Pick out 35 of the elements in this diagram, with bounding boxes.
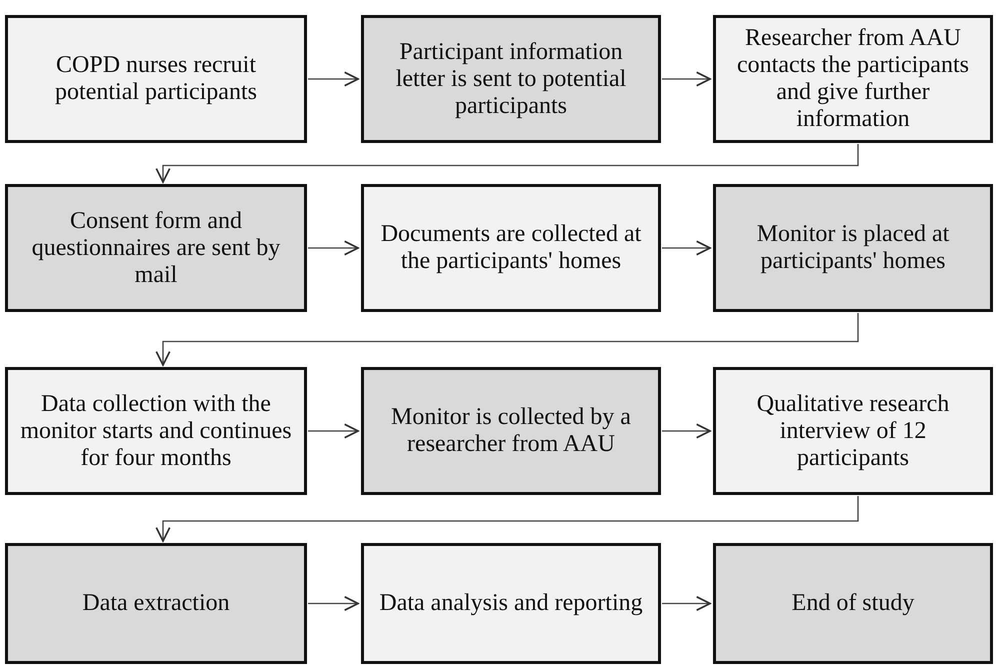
process-box [5,543,307,664]
arrow [662,596,711,612]
arrow [155,313,859,366]
step-text: Data analysis and reporting [379,590,643,617]
arrow [308,596,359,612]
step-text: Qualitative research interview of 12 participants [756,390,950,472]
arrow [308,423,359,439]
process-box [361,15,661,143]
step-text: Consent form and questionnaires are sent by mail [30,208,282,288]
step-text: Data extraction [82,590,230,617]
process-box [713,15,993,143]
process-box [361,543,661,664]
arrow [662,423,711,439]
process-box [713,543,993,664]
step-text: Monitor is placed at participants' homes [756,221,950,275]
process-box [361,367,661,495]
step-text: Documents are collected at the participants' homes [380,221,642,275]
process-box [5,184,307,312]
process-box [713,184,993,312]
step-text: Researcher from AAU contacts the participants and give further information [736,25,970,133]
step-text: Data collection with the monitor starts and continues for four months [19,390,293,472]
process-box [361,184,661,312]
process-box [5,15,307,143]
arrow [155,496,859,542]
process-box [713,367,993,495]
arrow [155,144,859,183]
step-text: COPD nurses recruit potential participants [54,52,258,106]
step-text: Monitor is collected by a researcher from AAU [390,404,632,458]
step-text: Participant information letter is sent to potential participants [394,38,628,120]
arrow [662,71,711,87]
arrow [662,240,711,256]
process-box [5,367,307,495]
step-text: End of study [792,590,914,617]
arrow [308,71,359,87]
arrow [308,240,359,256]
